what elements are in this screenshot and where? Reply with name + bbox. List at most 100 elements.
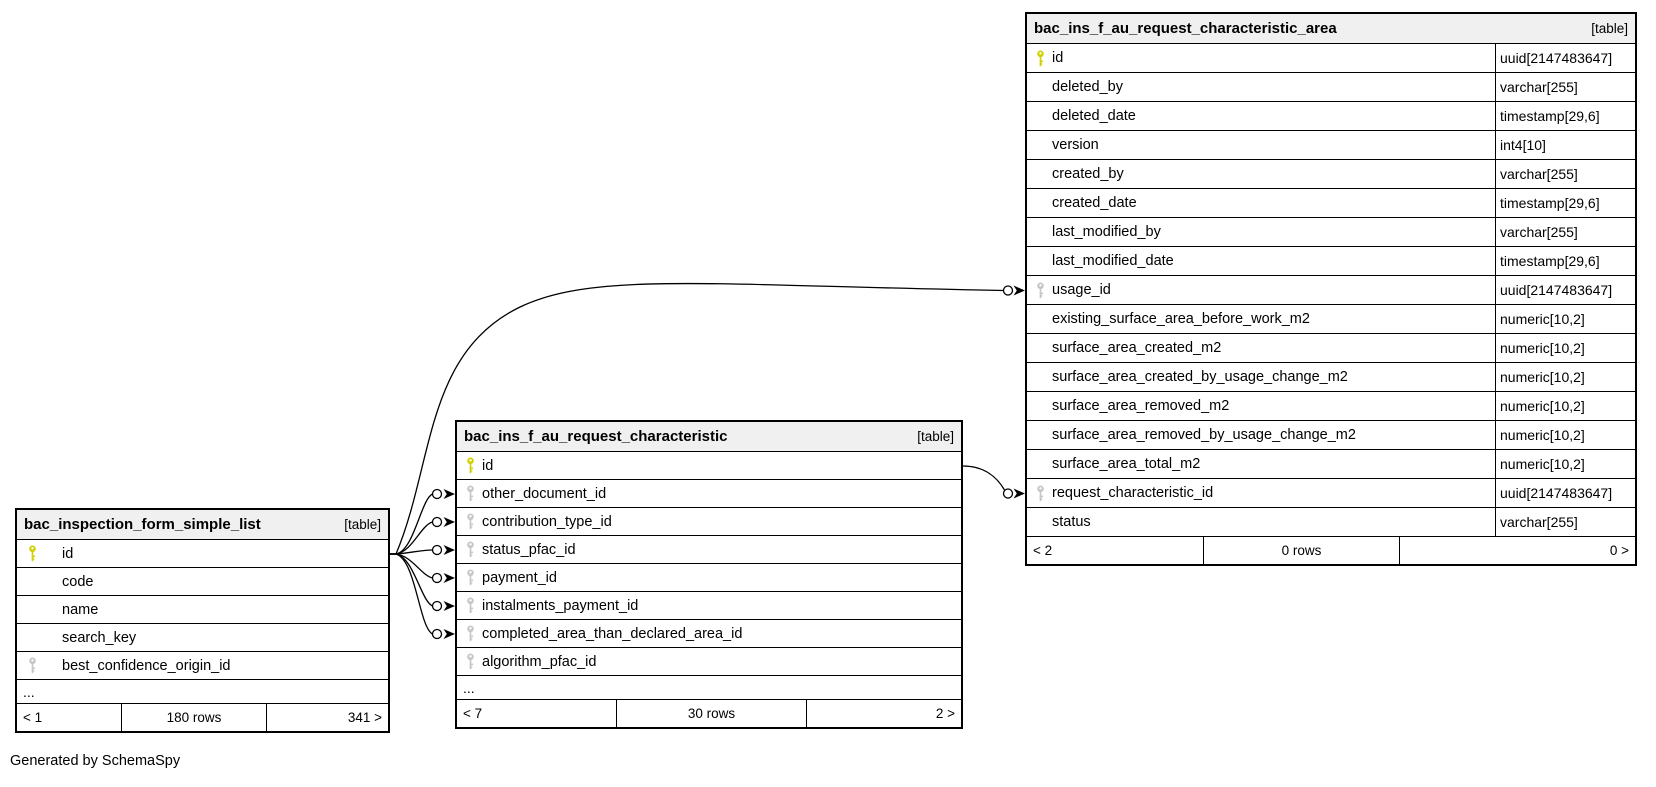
row-count: 180 rows xyxy=(122,704,267,731)
column-type: varchar[255] xyxy=(1495,508,1635,536)
column-row: completed_area_than_declared_area_id xyxy=(457,620,961,648)
column-type: numeric[10,2] xyxy=(1495,392,1635,420)
hidden-columns-ellipsis: ... xyxy=(457,676,961,700)
column-name: instalments_payment_id xyxy=(482,597,639,614)
relationship-line xyxy=(389,553,433,579)
column-type: numeric[10,2] xyxy=(1495,450,1635,478)
related-prev-count: < 2 xyxy=(1027,537,1204,564)
column-name: deleted_by xyxy=(1052,79,1123,95)
column-name: algorithm_pfac_id xyxy=(482,653,597,670)
column-name: completed_area_than_declared_area_id xyxy=(482,625,743,642)
column-name: code xyxy=(62,573,94,590)
column-row: created_date timestamp[29,6] xyxy=(1027,189,1635,218)
column-row: contribution_type_id xyxy=(457,508,961,536)
column-type: timestamp[29,6] xyxy=(1495,102,1635,130)
column-name: last_modified_date xyxy=(1052,253,1174,269)
table-name[interactable]: bac_ins_f_au_request_characteristic xyxy=(464,428,728,445)
connector-arrow-icon xyxy=(443,629,455,639)
table-header[interactable]: bac_ins_f_au_request_characteristic [tab… xyxy=(457,422,961,452)
column-row: other_document_id xyxy=(457,480,961,508)
column-type: numeric[10,2] xyxy=(1495,305,1635,333)
primary-key-icon xyxy=(1036,50,1045,67)
related-prev-count: < 7 xyxy=(457,700,617,727)
column-name: existing_surface_area_before_work_m2 xyxy=(1052,311,1310,327)
column-name: usage_id xyxy=(1052,282,1111,298)
schemaspy-credit: Generated by SchemaSpy xyxy=(10,753,181,769)
column-type: varchar[255] xyxy=(1495,218,1635,246)
primary-key-icon xyxy=(28,545,37,562)
column-row: search_key xyxy=(17,624,388,652)
connector-arrow-icon xyxy=(1013,285,1025,296)
connector-circle-icon xyxy=(431,544,443,556)
table-name[interactable]: bac_inspection_form_simple_list xyxy=(24,516,261,533)
column-row: existing_surface_area_before_work_m2 num… xyxy=(1027,305,1635,334)
column-name: last_modified_by xyxy=(1052,224,1161,240)
connector-circle-icon xyxy=(431,488,443,500)
related-next-count: 0 > xyxy=(1609,543,1629,558)
foreign-key-icon xyxy=(28,657,37,674)
column-name: created_date xyxy=(1052,195,1137,211)
connector-circle-icon xyxy=(431,516,443,528)
relationship-line xyxy=(389,553,433,607)
column-name: payment_id xyxy=(482,569,557,586)
column-row: deleted_date timestamp[29,6] xyxy=(1027,102,1635,131)
column-row: surface_area_created_m2 numeric[10,2] xyxy=(1027,334,1635,363)
connector-arrow-icon xyxy=(443,573,455,583)
row-count: 0 rows xyxy=(1204,537,1400,564)
table-name[interactable]: bac_ins_f_au_request_characteristic_area xyxy=(1034,20,1337,37)
column-name: request_characteristic_id xyxy=(1052,485,1214,501)
column-type: uuid[2147483647] xyxy=(1495,276,1635,304)
table-footer: < 1 180 rows 341 > xyxy=(17,704,388,731)
column-type: varchar[255] xyxy=(1495,73,1635,101)
column-name: status_pfac_id xyxy=(482,541,576,558)
related-next-count: 341 > xyxy=(347,710,382,725)
column-row: surface_area_removed_by_usage_change_m2 … xyxy=(1027,421,1635,450)
column-row: name xyxy=(17,596,388,624)
primary-key-icon xyxy=(466,457,475,474)
column-row: surface_area_total_m2 numeric[10,2] xyxy=(1027,450,1635,479)
column-type: uuid[2147483647] xyxy=(1495,479,1635,507)
table-bac-inspection-form-simple-list[interactable]: bac_inspection_form_simple_list [table] … xyxy=(15,508,390,733)
column-row: created_by varchar[255] xyxy=(1027,160,1635,189)
table-bac-ins-f-au-request-characteristic[interactable]: bac_ins_f_au_request_characteristic [tab… xyxy=(455,420,963,729)
column-name: version xyxy=(1052,137,1099,153)
column-name: surface_area_created_m2 xyxy=(1052,340,1222,356)
column-name: surface_area_created_by_usage_change_m2 xyxy=(1052,369,1348,385)
relationship-line xyxy=(389,553,433,635)
foreign-key-icon xyxy=(1036,282,1045,299)
column-type: timestamp[29,6] xyxy=(1495,189,1635,217)
column-name: id xyxy=(482,457,494,474)
relationship-line xyxy=(389,521,433,555)
table-footer: < 2 0 rows 0 > xyxy=(1027,537,1635,564)
table-type-badge: [table] xyxy=(1591,21,1628,36)
relationship-line xyxy=(389,493,433,555)
column-type: int4[10] xyxy=(1495,131,1635,159)
connector-circle-icon xyxy=(431,628,443,640)
column-name: created_by xyxy=(1052,166,1124,182)
column-row: id uuid[2147483647] xyxy=(1027,44,1635,73)
foreign-key-icon xyxy=(466,625,475,642)
column-type: numeric[10,2] xyxy=(1495,334,1635,362)
row-count: 30 rows xyxy=(617,700,807,727)
column-row: instalments_payment_id xyxy=(457,592,961,620)
column-type: uuid[2147483647] xyxy=(1495,44,1635,72)
table-header[interactable]: bac_inspection_form_simple_list [table] xyxy=(17,510,388,540)
column-row: status_pfac_id xyxy=(457,536,961,564)
table-bac-ins-f-au-request-characteristic-area[interactable]: bac_ins_f_au_request_characteristic_area… xyxy=(1025,12,1637,566)
column-name: best_confidence_origin_id xyxy=(62,657,231,674)
foreign-key-icon xyxy=(466,597,475,614)
hidden-columns-ellipsis: ... xyxy=(17,680,388,704)
table-header[interactable]: bac_ins_f_au_request_characteristic_area… xyxy=(1027,14,1635,44)
column-type: varchar[255] xyxy=(1495,160,1635,188)
table-footer: < 7 30 rows 2 > xyxy=(457,700,961,727)
column-row: surface_area_created_by_usage_change_m2 … xyxy=(1027,363,1635,392)
column-type: numeric[10,2] xyxy=(1495,421,1635,449)
column-row: status varchar[255] xyxy=(1027,508,1635,537)
relationship-line xyxy=(389,549,433,555)
column-row: payment_id xyxy=(457,564,961,592)
column-row: best_confidence_origin_id xyxy=(17,652,388,680)
column-name: search_key xyxy=(62,629,137,646)
column-name: name xyxy=(62,601,99,618)
column-name: surface_area_total_m2 xyxy=(1052,456,1201,472)
relationship-line xyxy=(962,465,1006,491)
